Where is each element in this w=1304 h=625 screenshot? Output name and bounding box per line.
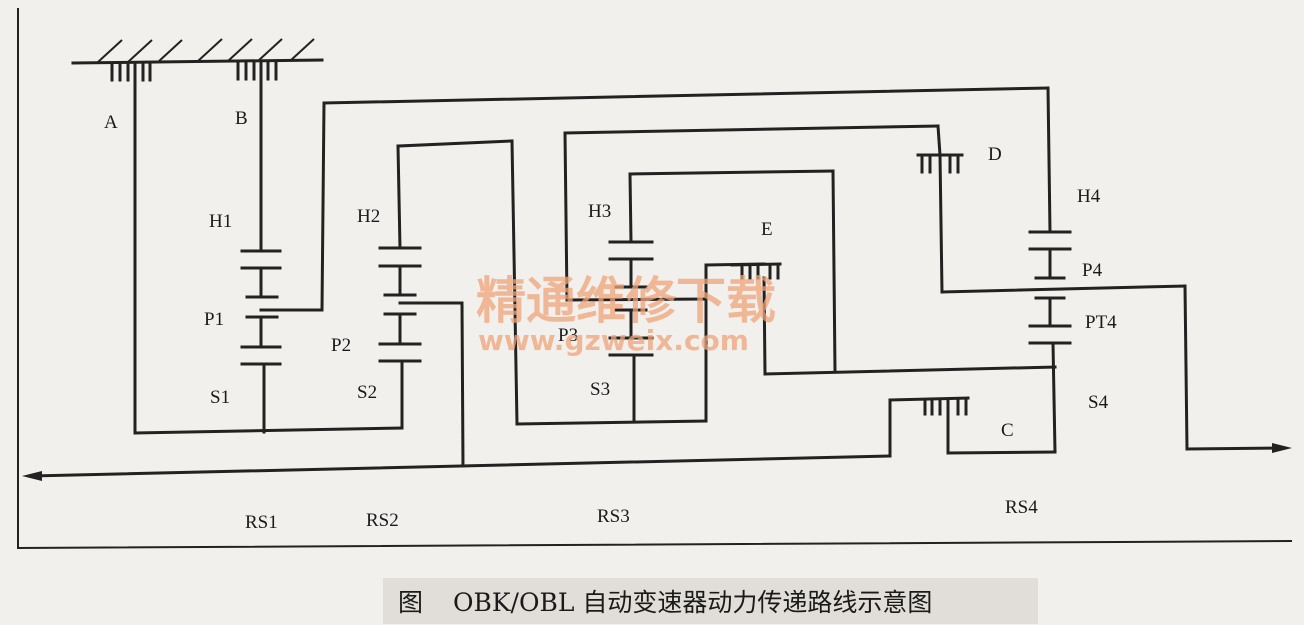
output-arrow (1272, 443, 1292, 453)
label-s4: S4 (1088, 392, 1109, 413)
label-d: D (988, 144, 1002, 165)
label-s3: S3 (590, 379, 610, 400)
brake-c (888, 396, 970, 458)
label-p2: P2 (331, 335, 351, 356)
input-arrow (22, 471, 42, 481)
planetary-set-2 (378, 139, 708, 468)
planetary-set-1 (133, 249, 404, 435)
label-rs2: RS2 (366, 510, 399, 531)
brake-b (236, 61, 278, 252)
brake-d (916, 124, 1187, 294)
label-rs4: RS4 (1005, 497, 1038, 518)
label-h2: H2 (357, 206, 380, 227)
label-p3: P3 (558, 325, 578, 346)
watermark-url: www.gzweix.com (478, 324, 749, 357)
label-pt4: PT4 (1085, 312, 1117, 333)
ring4-linkage (320, 86, 1052, 312)
label-s1: S1 (210, 387, 230, 408)
clutch-e (730, 262, 1057, 376)
caption-background (383, 578, 1038, 624)
brake-a (110, 62, 152, 435)
label-h1: H1 (209, 211, 232, 232)
label-rs1: RS1 (245, 512, 278, 533)
watermark-cn: 精通维修下载 (476, 272, 776, 330)
label-p1: P1 (204, 309, 224, 330)
ground-hatching (97, 38, 315, 63)
planetary-set-4 (946, 230, 1072, 455)
input-shaft (30, 454, 892, 478)
output-shaft (1183, 284, 1282, 451)
planetary-set-3 (563, 124, 940, 424)
caption-text: OBK/OBL 自动变速器动力传递路线示意图 (453, 588, 932, 617)
caption-prefix: 图 (398, 588, 423, 617)
label-e: E (761, 219, 773, 240)
label-s2: S2 (357, 382, 377, 403)
label-b: B (235, 108, 248, 129)
housing-ground (71, 58, 324, 65)
label-c: C (1001, 420, 1014, 441)
label-a: A (104, 112, 118, 133)
label-rs3: RS3 (597, 506, 630, 527)
label-p4: P4 (1082, 260, 1103, 281)
frame-border (17, 8, 1293, 550)
label-h3: H3 (588, 201, 611, 222)
label-h4: H4 (1077, 186, 1101, 207)
